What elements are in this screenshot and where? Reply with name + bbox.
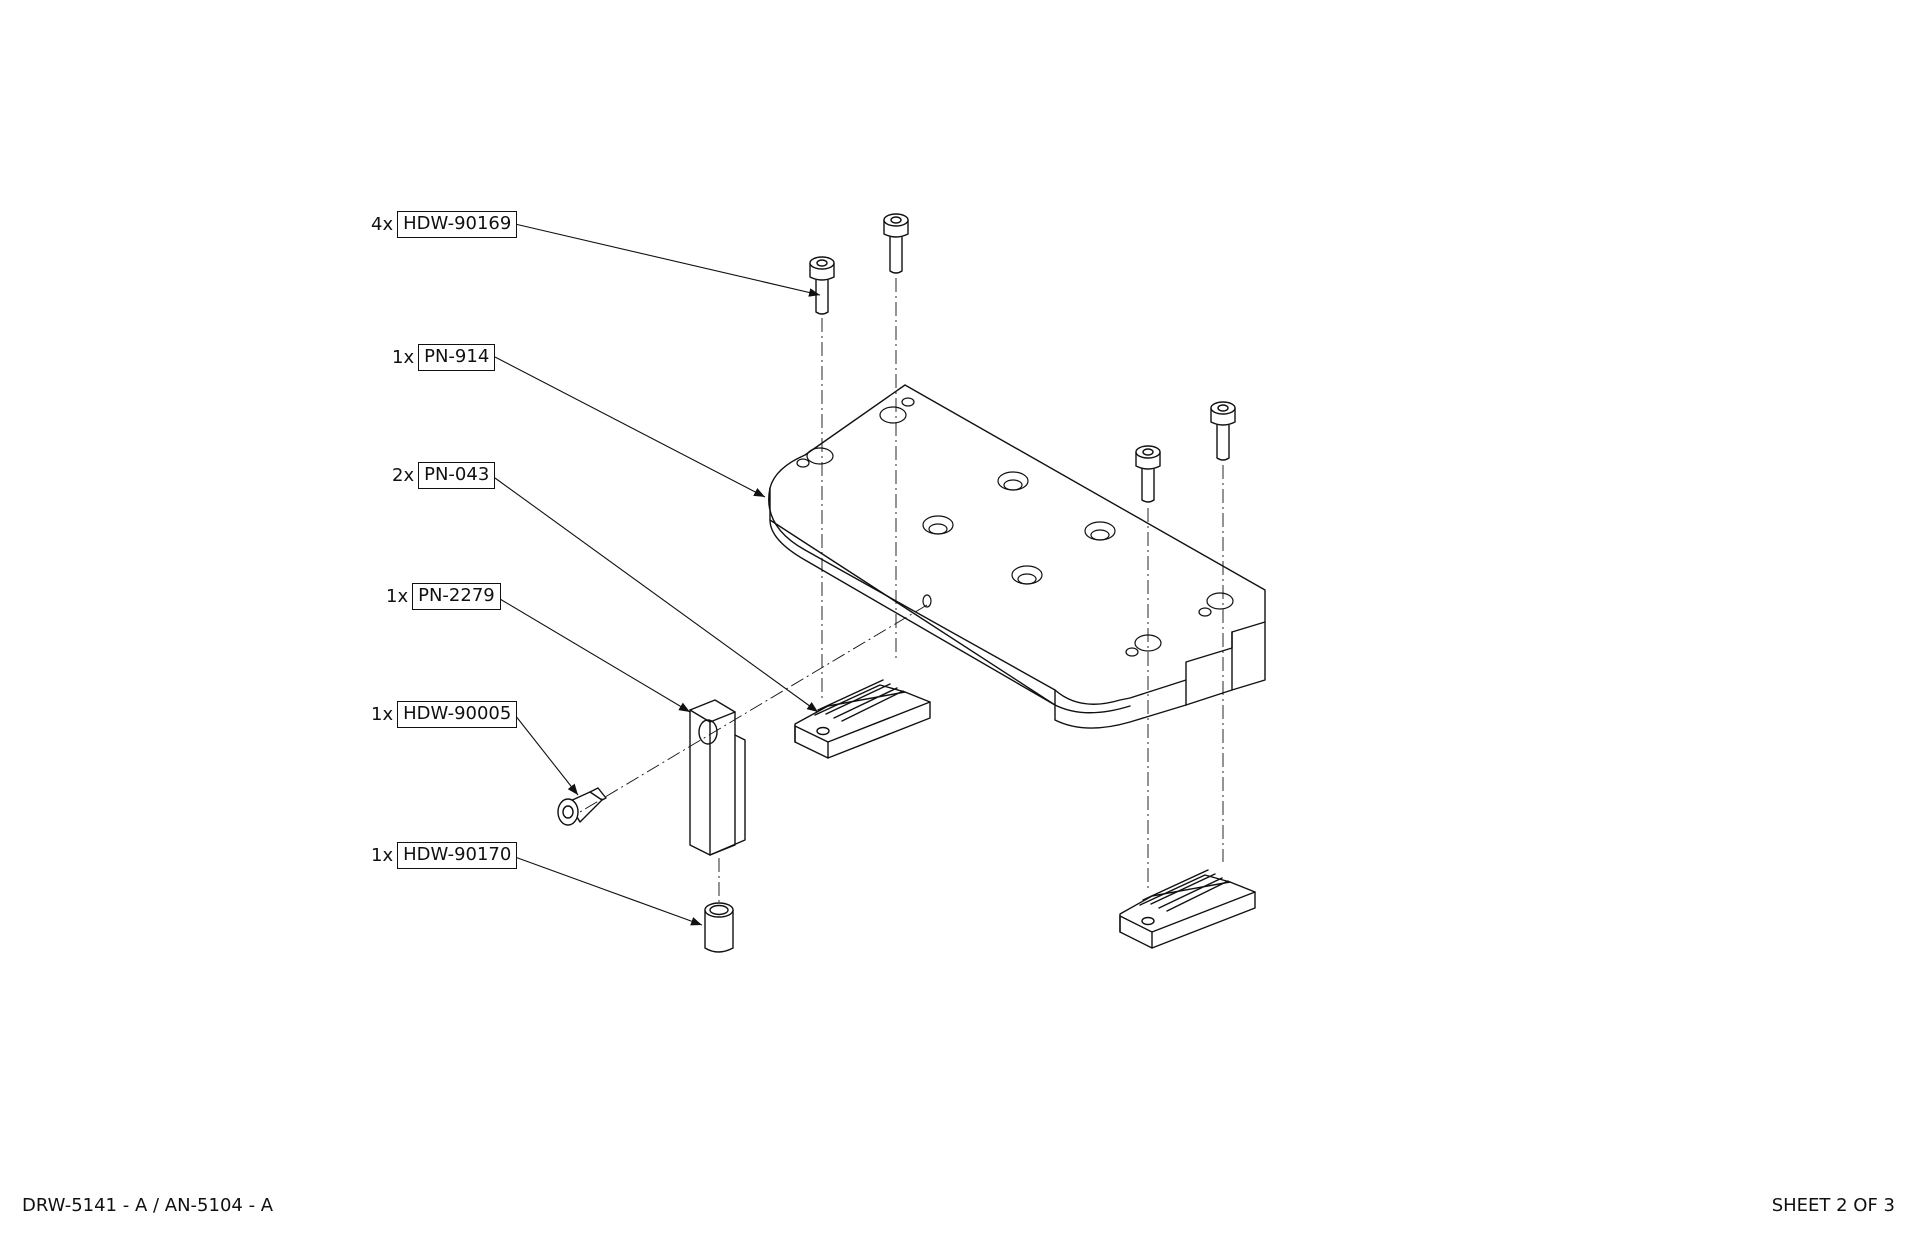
- screw-hdw-90169-4: [1210, 401, 1236, 461]
- callout-qty: 2x: [392, 465, 415, 486]
- callout-pn-043: 2x PN-043: [392, 462, 496, 489]
- sheet-number: SHEET 2 OF 3: [1771, 1195, 1895, 1216]
- centerlines: [579, 278, 1224, 905]
- leader-hdw-90170: [514, 856, 703, 926]
- part-number-label: HDW-90005: [397, 701, 518, 728]
- plate-holes: [796, 397, 1234, 657]
- callout-qty: 1x: [392, 347, 415, 368]
- clamp-block-pn-043-2: [1119, 869, 1256, 949]
- leader-lines: [494, 223, 821, 926]
- screw-hdw-90005: [557, 787, 607, 826]
- callout-hdw-90170: 1x HDW-90170: [371, 842, 518, 869]
- screw-hdw-90169-3: [1135, 445, 1161, 503]
- callout-qty: 1x: [371, 845, 394, 866]
- leader-hdw-90005: [514, 714, 579, 796]
- part-number-label: PN-914: [418, 344, 496, 371]
- callout-hdw-90169: 4x HDW-90169: [371, 211, 518, 238]
- part-number-label: PN-2279: [412, 583, 501, 610]
- screw-hdw-90169-1: [809, 256, 835, 315]
- screw-hdw-90169-2: [883, 213, 909, 274]
- bracket-pn-2279: [689, 699, 746, 856]
- base-plate: [768, 384, 1266, 729]
- callout-pn-2279: 1x PN-2279: [386, 583, 501, 610]
- clamp-block-pn-043-1: [794, 679, 931, 759]
- leader-hdw-90169: [514, 223, 821, 297]
- callout-hdw-90005: 1x HDW-90005: [371, 701, 518, 728]
- drawing-reference: DRW-5141 - A / AN-5104 - A: [22, 1195, 274, 1216]
- leader-pn-043: [494, 477, 819, 713]
- callout-pn-914: 1x PN-914: [392, 344, 496, 371]
- part-number-label: HDW-90169: [397, 211, 518, 238]
- pin-hdw-90170: [704, 902, 734, 953]
- leader-pn-2279: [499, 598, 691, 713]
- part-number-label: HDW-90170: [397, 842, 518, 869]
- callout-qty: 4x: [371, 214, 394, 235]
- leader-pn-914: [494, 356, 766, 498]
- part-number-label: PN-043: [418, 462, 496, 489]
- callout-qty: 1x: [371, 704, 394, 725]
- callout-qty: 1x: [386, 586, 409, 607]
